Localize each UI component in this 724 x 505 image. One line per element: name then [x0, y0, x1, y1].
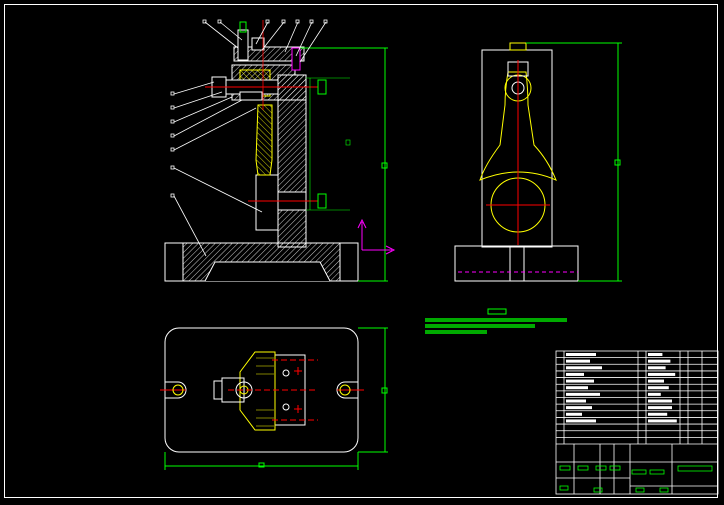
parts-list-material [648, 372, 676, 376]
parts-list-entry [566, 372, 584, 376]
parts-list-entry [566, 406, 592, 410]
parts-list-entry [566, 392, 600, 396]
parts-list-material [648, 359, 671, 363]
parts-list-entry [566, 366, 602, 370]
parts-list-entry [566, 359, 590, 363]
side-base-slot [509, 245, 525, 282]
top-v-block [239, 351, 276, 431]
base-right-lug [339, 242, 359, 282]
parts-list-entry [566, 379, 594, 383]
parts-list-material [648, 392, 661, 396]
front-section-view [164, 19, 396, 282]
base-recess [204, 261, 331, 282]
rod-section [255, 104, 273, 176]
base-left-lug [164, 242, 184, 282]
lower-bore-lug [317, 193, 327, 209]
parts-list-material [648, 406, 672, 410]
clamp-screw-green [239, 21, 247, 33]
leaders-top [202, 19, 328, 63]
parts-list-material [648, 366, 666, 370]
parts-list-material [648, 379, 664, 383]
parts-list-material [648, 399, 672, 403]
clamp-nut [251, 37, 265, 51]
top-view [160, 327, 388, 470]
column-slot [255, 174, 279, 231]
parts-list-material [648, 419, 677, 423]
side-view [454, 42, 622, 282]
parts-list-entry [566, 412, 582, 416]
title-block [555, 350, 719, 495]
technical-notes [425, 308, 567, 334]
bolt-washer [239, 91, 263, 101]
title-block-entries [566, 353, 677, 423]
parts-list-entry [566, 419, 596, 423]
top-bolt-head [213, 380, 223, 400]
top-base-outline [164, 327, 359, 453]
column-body [277, 74, 307, 248]
clamp-pin [291, 47, 301, 71]
clamp-screw [237, 29, 249, 61]
parts-list-entry [566, 399, 586, 403]
side-top-knob [509, 42, 527, 51]
parts-list-material [648, 412, 668, 416]
leaders-left [170, 81, 263, 257]
parts-list-material [648, 386, 669, 390]
upper-bore-lug [317, 79, 327, 95]
side-base [454, 245, 579, 282]
parts-list-entry [566, 386, 588, 390]
parts-list-material [648, 353, 663, 356]
parts-list-entry [566, 353, 596, 356]
